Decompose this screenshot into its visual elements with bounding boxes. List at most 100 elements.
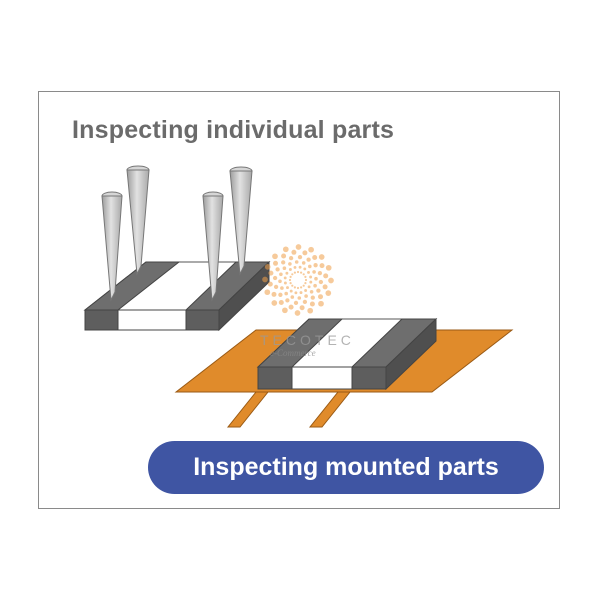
logo-dot <box>318 279 324 285</box>
logo-dot <box>308 246 314 253</box>
probe-icon <box>126 165 150 276</box>
logo-dot <box>299 291 303 295</box>
logo-dot <box>288 268 292 271</box>
logo-dot <box>319 263 325 269</box>
logo-dot <box>282 307 288 314</box>
logo-dot <box>316 288 321 293</box>
logo-dot <box>313 263 318 268</box>
title: Inspecting individual parts <box>72 116 395 144</box>
logo-dot <box>304 294 308 298</box>
logo-dot <box>295 244 302 250</box>
caption-label: Inspecting mounted parts <box>193 453 499 481</box>
logo-dot <box>300 286 303 289</box>
logo-dot <box>328 277 334 284</box>
logo-dot <box>283 281 287 285</box>
logo-dot <box>264 264 271 270</box>
watermark-tagline: e-Commerce <box>270 348 316 358</box>
logo-dot <box>297 296 302 300</box>
logo-dot <box>325 264 332 271</box>
logo-dot <box>312 270 316 274</box>
logo-dot <box>281 260 286 265</box>
logo-dot <box>301 261 306 265</box>
logo-dot <box>280 286 284 290</box>
logo-dot <box>291 273 294 276</box>
logo-dot <box>318 294 323 300</box>
logo-dot <box>271 291 277 297</box>
logo-dot <box>323 273 329 279</box>
logo-dot <box>278 279 282 284</box>
probe-icon <box>101 191 123 302</box>
logo-dot <box>304 282 307 285</box>
logo-dot <box>302 284 305 287</box>
logo-dot <box>294 310 301 316</box>
watermark-brand: TECOTEC <box>260 332 355 348</box>
logo-dot <box>289 282 292 285</box>
logo-dot <box>288 304 294 310</box>
logo-dot <box>296 270 300 274</box>
logo-dot <box>312 255 318 260</box>
logo-dot <box>313 283 317 288</box>
logo-dot <box>288 278 292 282</box>
logo-dot <box>314 276 318 281</box>
logo-dot <box>264 289 271 296</box>
logo-dot <box>281 253 287 259</box>
logo-dot <box>272 253 278 260</box>
logo-dot <box>302 250 308 256</box>
logo-dot <box>310 295 315 300</box>
caption-pill: Inspecting mounted parts <box>148 441 544 494</box>
logo-dot <box>282 246 289 253</box>
logo-dot <box>279 272 283 277</box>
logo-dot <box>294 291 298 295</box>
logo-dot <box>304 278 308 282</box>
logo-dot <box>273 284 279 290</box>
logo-dot <box>286 286 289 290</box>
logo-dot <box>296 286 300 290</box>
logo-dot <box>273 260 278 266</box>
logo-dot <box>293 265 297 269</box>
logo-dot <box>285 298 290 303</box>
logo-dot <box>285 271 289 275</box>
logo-dot <box>309 280 313 284</box>
logo-dot <box>297 254 303 260</box>
logo-dot <box>268 270 274 276</box>
logo-dot <box>309 290 314 294</box>
logo-dot <box>282 266 287 271</box>
logo-dot <box>308 264 312 269</box>
logo-dot <box>325 290 332 296</box>
tecotec-logo <box>262 244 334 316</box>
chip-resistor-icon <box>83 260 271 332</box>
chip-resistor-icon <box>256 317 438 391</box>
logo-dot <box>267 281 273 287</box>
logo-dot <box>299 305 305 311</box>
logo-dot <box>303 267 307 271</box>
logo-dot <box>294 260 299 264</box>
logo-dot <box>307 285 311 289</box>
logo-dot <box>275 267 280 272</box>
logo-dot <box>304 275 307 278</box>
logo-dot <box>272 275 278 281</box>
logo-dot <box>289 275 292 278</box>
logo-dot <box>300 271 303 274</box>
logo-dot <box>302 273 305 276</box>
logo-dot <box>307 270 310 274</box>
logo-dot <box>317 270 323 276</box>
logo-dot <box>283 276 287 280</box>
logo-dot <box>302 299 308 305</box>
logo-dot <box>306 257 311 262</box>
logo-dot <box>278 292 283 297</box>
logo-dot <box>293 286 296 289</box>
logo-dot <box>291 284 294 287</box>
logo-dot <box>288 262 292 266</box>
logo-dot <box>293 271 296 274</box>
probe-icon <box>202 191 224 302</box>
logo-dot <box>322 284 328 290</box>
logo-dot <box>293 300 299 306</box>
logo-dot <box>318 300 324 307</box>
logo-dot <box>290 295 295 299</box>
logo-dot <box>309 301 315 307</box>
logo-dot <box>307 307 314 314</box>
logo-dot <box>284 291 289 296</box>
logo-dot <box>304 289 308 292</box>
logo-dot <box>309 275 313 279</box>
